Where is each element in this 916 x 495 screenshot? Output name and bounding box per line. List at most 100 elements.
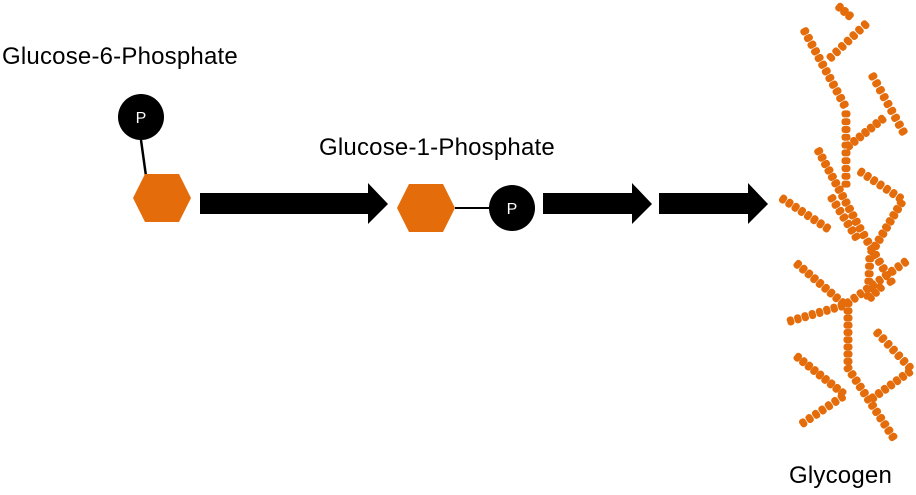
glucose-unit [825, 73, 835, 83]
phosphate-bond [139, 139, 148, 177]
glucose-unit [804, 361, 814, 371]
glucose-unit [841, 118, 851, 126]
glucose-unit [804, 269, 814, 279]
glucose-unit [894, 120, 904, 129]
glucose-unit [838, 191, 848, 201]
glucose-unit [820, 159, 831, 169]
glucose-unit [855, 25, 864, 35]
glucose-unit [841, 133, 851, 141]
glucose-unit [863, 237, 873, 246]
glucose-unit [827, 193, 837, 203]
glucose-unit [821, 283, 830, 293]
glucose-unit [826, 52, 836, 62]
glucose-unit [872, 407, 882, 417]
glucose-unit [866, 293, 875, 302]
glucose-unit [876, 180, 885, 190]
glucose-unit [851, 232, 861, 242]
glucose-unit [822, 305, 831, 315]
glucose-unit [850, 136, 859, 146]
glucose-unit [898, 127, 908, 136]
glucose-unit [896, 198, 906, 208]
glucose-unit [883, 99, 893, 109]
glucose-unit [793, 352, 803, 362]
glucose-unit [886, 277, 896, 286]
glucose-unit [851, 376, 861, 385]
glucose-unit [847, 370, 857, 379]
glucose-unit [843, 350, 853, 358]
glucose-unit [889, 345, 898, 355]
glucose-unit [810, 47, 821, 56]
glucose-unit [831, 200, 841, 209]
glucose-unit [826, 288, 836, 298]
glucose-unit [799, 357, 808, 367]
glucose-unit [904, 367, 914, 377]
glucose-unit [878, 229, 888, 238]
glucose-unit [832, 87, 842, 96]
glucose-unit [818, 60, 828, 69]
glucose-unit [887, 266, 897, 276]
glucose-unit [885, 217, 895, 226]
glucose-unit [874, 257, 884, 266]
glucose-unit [814, 147, 824, 156]
glucose-unit [791, 202, 800, 212]
glucose-unit [832, 383, 841, 393]
glucose-unit [818, 405, 827, 415]
glucose-unit [860, 20, 870, 30]
phosphate-circle-icon [118, 94, 164, 140]
glucose-unit [844, 141, 854, 151]
glucose-unit [814, 53, 824, 63]
glucose-unit [865, 255, 875, 263]
glucose-unit [843, 314, 853, 322]
glucose-unit [839, 213, 849, 222]
glucose-unit [856, 167, 866, 177]
glucose-unit [798, 418, 808, 428]
glucose-unit [876, 413, 886, 423]
glucose-unit [831, 396, 840, 406]
glucose-unit [847, 226, 857, 235]
glucose-unit [855, 382, 865, 392]
glucose-1-phosphate-molecule: P [397, 184, 535, 232]
glucose-unit [900, 257, 910, 267]
glycogen-structure-icon [778, 2, 914, 442]
glucose-unit [872, 79, 882, 88]
glycogen-label: Glycogen [789, 462, 892, 489]
glucose-unit [843, 343, 853, 351]
glucose-unit [841, 149, 851, 157]
glucose-unit [845, 11, 854, 21]
glucose-unit [869, 280, 878, 290]
glucose-unit [876, 283, 885, 292]
glucose-unit [864, 270, 874, 278]
glucose-unit [824, 401, 834, 411]
glucose-unit [861, 128, 870, 137]
glucose-unit [810, 366, 819, 376]
glucose-unit [841, 172, 851, 180]
glucose-unit [841, 110, 851, 118]
glucose-unit [835, 206, 845, 216]
glucose-unit [801, 312, 810, 322]
glucose-unit [882, 184, 892, 194]
glucose-unit [888, 432, 898, 442]
glucose-unit [837, 41, 847, 51]
glucose-unit [894, 351, 904, 361]
arrow-2-icon [543, 183, 652, 224]
glucose-unit [868, 401, 878, 410]
glucose-unit [817, 153, 827, 162]
glucose-6-phosphate-molecule: P [118, 94, 191, 222]
glucose-unit [805, 414, 814, 424]
glucose-unit [821, 67, 831, 76]
glucose-unit [841, 126, 851, 133]
glucose-unit [835, 2, 844, 12]
glucose-unit [803, 211, 813, 221]
glucose-unit [828, 80, 839, 89]
glucose-unit [879, 92, 889, 102]
glucose-unit [778, 194, 788, 204]
glucose-unit [848, 211, 858, 220]
glucose-unit [883, 339, 893, 349]
glucose-unit [863, 395, 873, 404]
glucose-unit [844, 204, 855, 214]
glucose-unit [874, 389, 884, 399]
glucose-unit [830, 303, 839, 313]
glucose-unit [850, 293, 859, 303]
glucose-unit [864, 262, 875, 270]
glucose-unit [785, 198, 794, 208]
